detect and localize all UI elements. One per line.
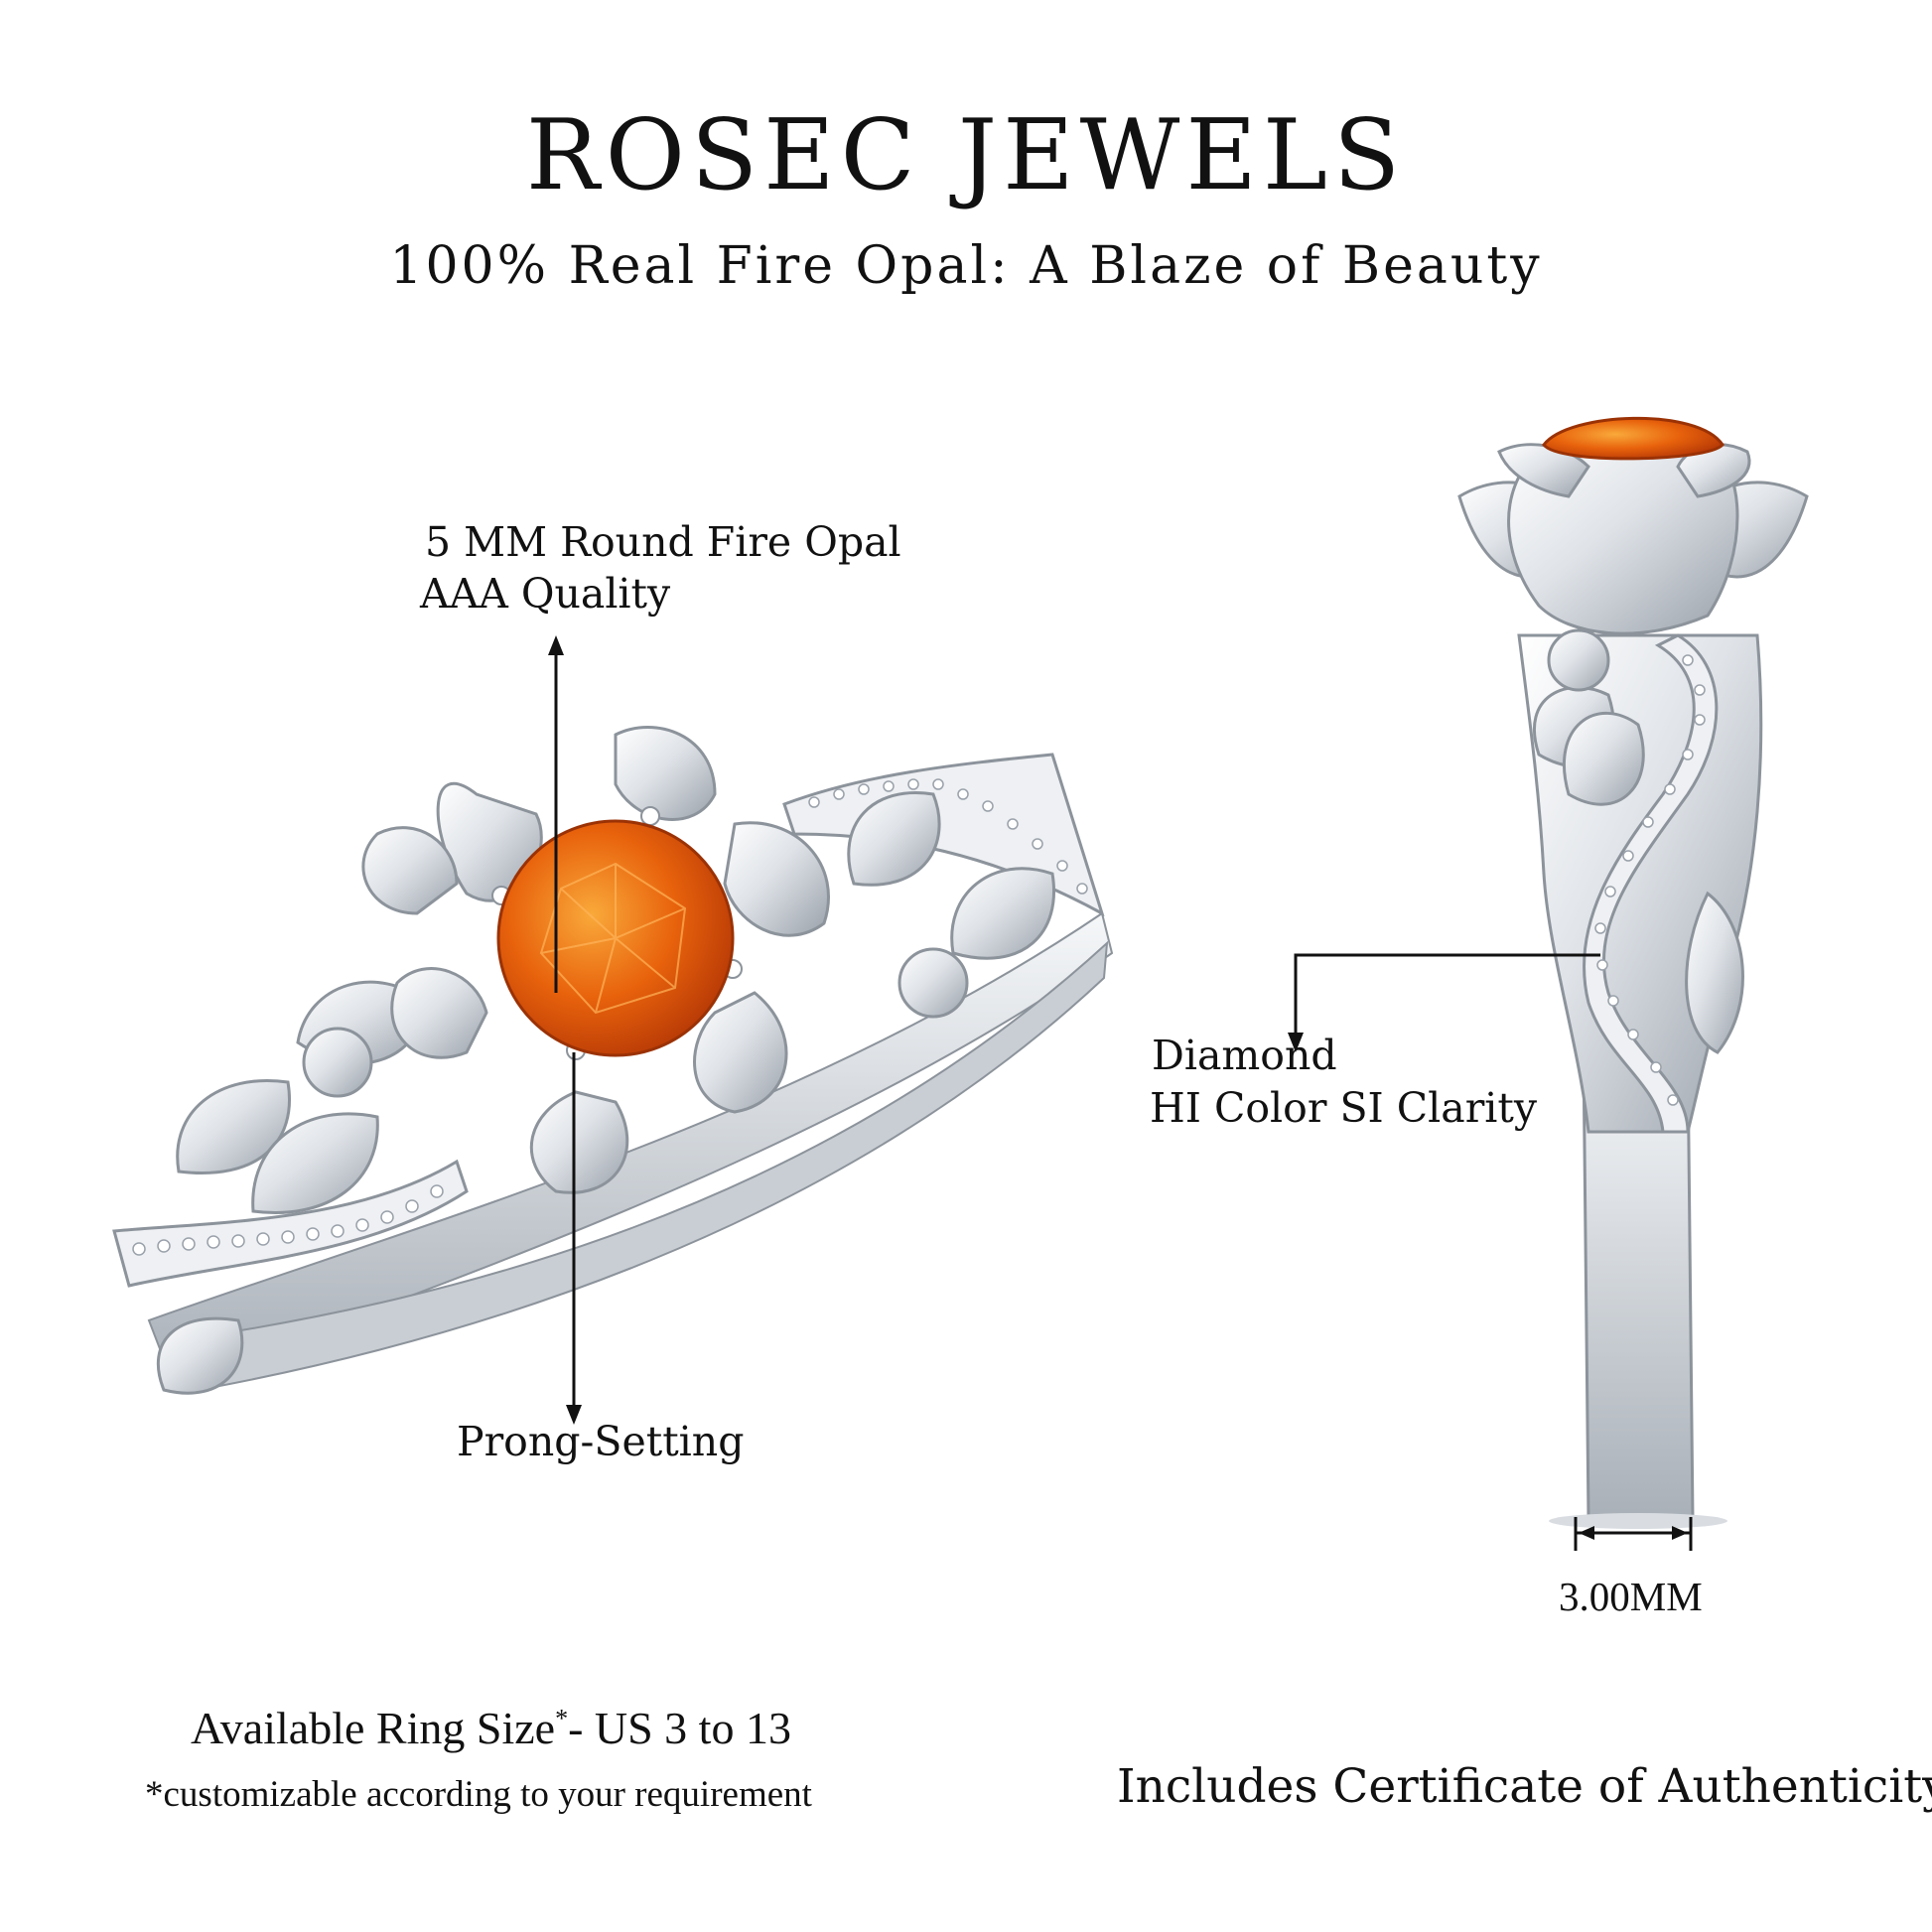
ring-side-view (1457, 416, 1809, 1529)
stone-label-line2: AAA Quality (420, 570, 671, 618)
side-leaves (1532, 628, 1744, 1054)
ring-shadow (1549, 1513, 1727, 1529)
ring-size-main: Available Ring Size (191, 1703, 556, 1753)
side-pave-diamonds (1594, 654, 1706, 1106)
ring-size-range: - US 3 to 13 (568, 1703, 791, 1753)
diamond-arrow-line (1294, 953, 1600, 1037)
width-arrow-head-left (1579, 1526, 1594, 1540)
diamond-label-line2: HI Color SI Clarity (1150, 1084, 1538, 1132)
stone-arrow-head (548, 635, 564, 655)
prong-arrow-head (566, 1405, 582, 1425)
side-pave-diamond-strip (1583, 633, 1719, 1134)
flower-petals (361, 726, 830, 1194)
width-arrow-head-right (1672, 1526, 1688, 1540)
ring-size-star: * (555, 1704, 569, 1733)
ring-size-note: *customizable according to your requirem… (145, 1774, 812, 1815)
setting-label: Prong-Setting (457, 1418, 745, 1465)
leaf-ornaments-left (157, 980, 429, 1395)
brand-title: ROSEC JEWELS (525, 99, 1407, 212)
rose-head (1457, 441, 1809, 635)
pave-diamonds (132, 778, 1088, 1256)
pave-diamond-strip-left (112, 1159, 469, 1288)
brand-tagline: 100% Real Fire Opal: A Blaze of Beauty (389, 236, 1543, 296)
band-width-label: 3.00MM (1559, 1574, 1703, 1619)
opal-facets (539, 862, 687, 1015)
ring-band-back (147, 911, 1114, 1387)
ring-size-line: Available Ring Size*- US 3 to 13 (191, 1702, 791, 1754)
certificate-label: Includes Certificate of Authenticity (1117, 1759, 1932, 1814)
diamond-label-line1: Diamond (1152, 1032, 1337, 1079)
ring-front-view (112, 726, 1114, 1395)
ring-band-front (177, 940, 1109, 1392)
leaf-ornaments-right (302, 791, 1055, 1098)
stone-label-line1: 5 MM Round Fire Opal (425, 518, 901, 566)
diamond-arrow-head (1288, 1033, 1304, 1052)
callout-arrows (548, 635, 1693, 1551)
side-fire-opal-stone (1542, 416, 1725, 461)
